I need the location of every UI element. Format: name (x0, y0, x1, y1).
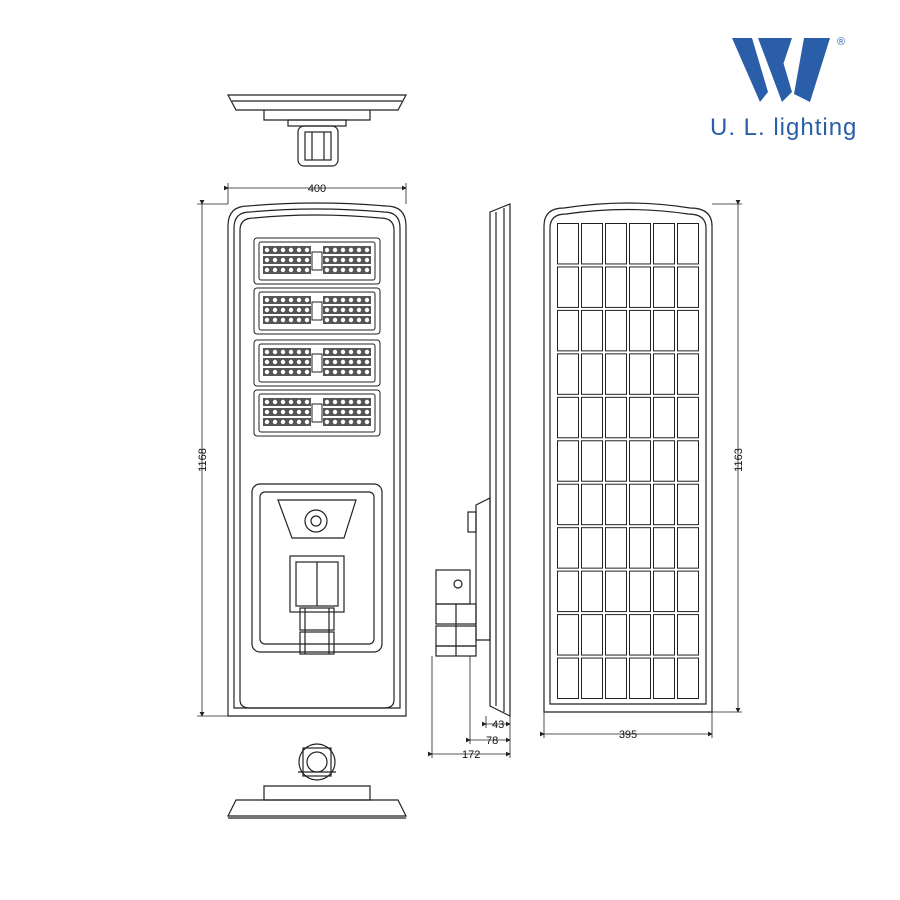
solar-cell (629, 223, 651, 265)
solar-cell (605, 614, 627, 656)
solar-cell (629, 614, 651, 656)
top-view (227, 94, 407, 167)
solar-cell (605, 483, 627, 526)
solar-cell (677, 223, 699, 265)
solar-cell (653, 266, 675, 308)
solar-cell (653, 483, 675, 526)
solar-cell (581, 614, 603, 656)
front-view (227, 202, 407, 717)
front-width-label: 400 (308, 183, 326, 195)
solar-cell (557, 657, 579, 700)
solar-cell (605, 527, 627, 569)
side-view (435, 203, 511, 717)
solar-cell (653, 570, 675, 613)
solar-cell (629, 309, 651, 352)
panel-height-dimension (712, 200, 742, 713)
solar-cell (605, 353, 627, 395)
solar-cell (677, 657, 699, 700)
solar-cell (677, 309, 699, 352)
solar-cell (581, 483, 603, 526)
front-height-label: 1168 (197, 448, 209, 472)
solar-cell (605, 223, 627, 265)
solar-cell-grid (557, 223, 699, 700)
led-module (253, 237, 381, 285)
front-height-dimension (197, 200, 228, 717)
solar-cell (629, 570, 651, 613)
solar-panel-view (543, 202, 713, 713)
solar-cell (557, 483, 579, 526)
solar-cell (581, 309, 603, 352)
solar-cell (653, 440, 675, 482)
led-module (253, 389, 381, 437)
solar-cell (581, 570, 603, 613)
solar-cell (581, 657, 603, 700)
solar-cell (653, 657, 675, 700)
solar-cell (653, 396, 675, 439)
side-depth-label: 172 (462, 749, 480, 761)
solar-cell (677, 614, 699, 656)
registered-mark: ® (837, 36, 846, 48)
solar-cell (677, 396, 699, 439)
solar-cell (557, 570, 579, 613)
solar-cell (629, 396, 651, 439)
solar-cell (653, 353, 675, 395)
solar-cell (677, 483, 699, 526)
solar-cell (581, 440, 603, 482)
solar-cell (605, 309, 627, 352)
side-bracket-label: 78 (486, 735, 498, 747)
solar-cell (677, 570, 699, 613)
logo-w-mark (732, 38, 830, 102)
solar-cell (557, 266, 579, 308)
solar-cell (629, 657, 651, 700)
solar-cell (605, 440, 627, 482)
solar-cell (557, 353, 579, 395)
solar-cell (677, 440, 699, 482)
panel-width-dimension (540, 712, 713, 738)
solar-cell (629, 527, 651, 569)
solar-cell (605, 657, 627, 700)
solar-cell (557, 396, 579, 439)
solar-cell (605, 396, 627, 439)
solar-cell (581, 266, 603, 308)
solar-cell (653, 527, 675, 569)
side-dimensions (428, 656, 511, 758)
led-module (253, 339, 381, 387)
front-width-dimension (224, 183, 407, 204)
solar-cell (629, 483, 651, 526)
solar-cell (605, 266, 627, 308)
solar-cell (581, 353, 603, 395)
panel-width-label: 395 (619, 729, 637, 741)
bottom-view (227, 743, 407, 819)
solar-cell (557, 440, 579, 482)
brand-logo: ® U. L. lighting (700, 30, 890, 150)
solar-cell (629, 266, 651, 308)
solar-cell (581, 396, 603, 439)
solar-cell (581, 223, 603, 265)
side-body-label: 43 (492, 719, 504, 731)
led-modules (253, 237, 381, 437)
panel-height-label: 1163 (733, 448, 745, 472)
brand-name: U. L. lighting (710, 114, 858, 141)
solar-cell (557, 527, 579, 569)
led-module (253, 287, 381, 335)
solar-cell (581, 527, 603, 569)
solar-cell (629, 353, 651, 395)
solar-cell (557, 614, 579, 656)
solar-cell (653, 614, 675, 656)
solar-cell (677, 266, 699, 308)
solar-cell (677, 527, 699, 569)
solar-cell (557, 223, 579, 265)
solar-cell (653, 223, 675, 265)
solar-cell (653, 309, 675, 352)
solar-cell (557, 309, 579, 352)
solar-cell (605, 570, 627, 613)
solar-cell (629, 440, 651, 482)
solar-cell (677, 353, 699, 395)
